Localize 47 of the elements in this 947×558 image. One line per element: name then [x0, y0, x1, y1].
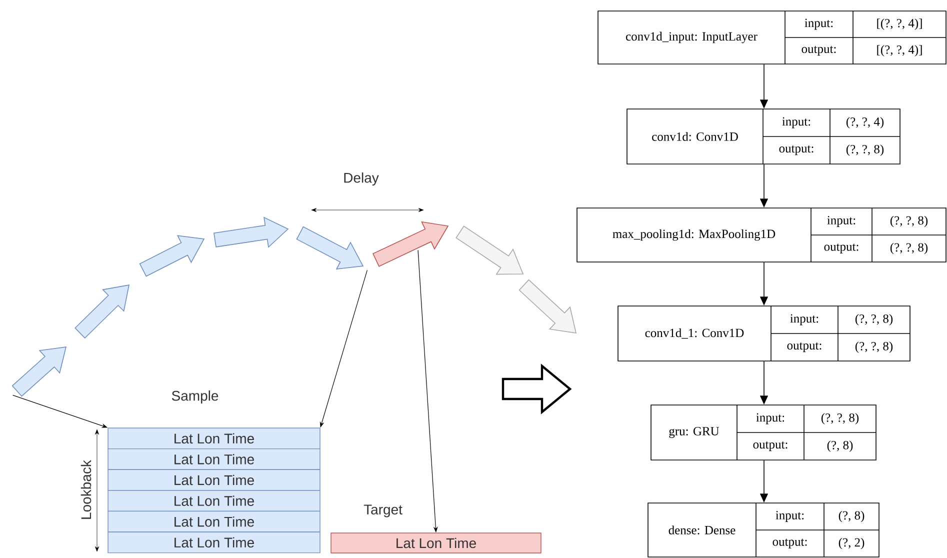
- layer-name: gru: GRU: [669, 427, 720, 438]
- shape-value: (?, ?, 8): [846, 144, 884, 156]
- port-label: output:: [787, 342, 822, 352]
- table-row: Lat Lon Time: [330, 532, 542, 554]
- shape-value: (?, ?, 8): [890, 242, 928, 254]
- port-label: input:: [827, 216, 856, 227]
- port-label: output:: [772, 538, 807, 548]
- port-label: output:: [802, 46, 836, 56]
- table-row: Lat Lon Time: [108, 428, 320, 450]
- dimension-label: Delay: [344, 172, 379, 186]
- layer-name: max_pooling1d: MaxPooling1D: [612, 229, 776, 241]
- table-row: Lat Lon Time: [108, 510, 320, 532]
- shape-value: (?, ?, 8): [821, 413, 859, 424]
- port-label: input:: [790, 314, 818, 326]
- shape-value: (?, ?, 8): [855, 342, 893, 353]
- layer-name: conv1d: Conv1D: [652, 132, 738, 141]
- layer-name: conv1d_1: Conv1D: [645, 328, 744, 339]
- shape-value: [(?, ?, 4)]: [877, 18, 922, 30]
- port-label: output:: [824, 244, 858, 254]
- shape-value: (?, 8): [838, 510, 864, 522]
- shape-value: (?, ?, 8): [890, 216, 928, 228]
- table-row: Lat Lon Time: [108, 490, 320, 512]
- table-row: Lat Lon Time: [108, 469, 320, 491]
- port-label: input:: [782, 117, 810, 128]
- heading: Target: [364, 504, 402, 518]
- port-label: input:: [776, 511, 804, 522]
- trajectory-step: [12, 346, 67, 397]
- trajectory-step: [296, 226, 364, 270]
- shape-value: (?, ?, 8): [855, 314, 893, 326]
- table-row: Lat Lon Time: [108, 448, 320, 470]
- shape-value: (?, 8): [827, 440, 853, 452]
- table-row: Lat Lon Time: [108, 532, 320, 554]
- shape-value: (?, 2): [838, 538, 864, 550]
- port-label: input:: [756, 413, 784, 424]
- layer-name: conv1d_input: InputLayer: [626, 32, 758, 44]
- shape-value: [(?, ?, 4)]: [877, 45, 922, 56]
- trajectory-step: [214, 216, 289, 248]
- heading: Sample: [172, 390, 218, 404]
- shape-value: (?, ?, 4): [846, 117, 884, 128]
- port-label: input:: [804, 18, 833, 30]
- port-label: output:: [753, 441, 788, 452]
- layer-name: dense: Dense: [668, 526, 736, 534]
- trajectory-step: [518, 279, 577, 334]
- dimension-label: Lookback: [80, 460, 92, 519]
- trajectory-step: [139, 235, 205, 277]
- trajectory-step: [456, 226, 524, 275]
- port-label: output:: [779, 145, 814, 156]
